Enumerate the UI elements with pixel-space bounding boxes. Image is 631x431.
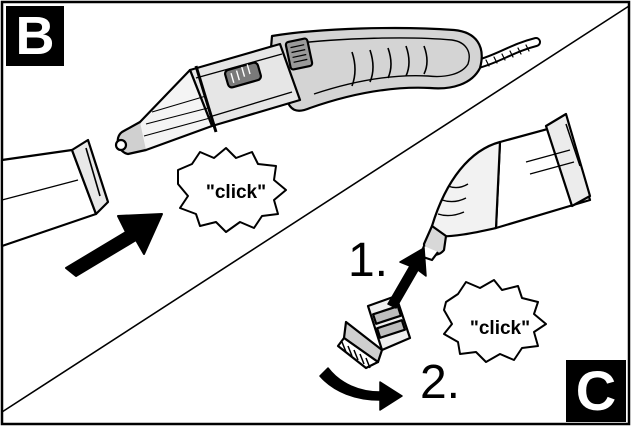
click-sound-label-b: "click" [206, 182, 266, 203]
panel-b-badge: B [6, 6, 64, 66]
panel-c: 1. 2. "click" [319, 112, 592, 411]
panel-b: "click" [0, 26, 541, 277]
nozzle-illustration [418, 112, 592, 262]
step-2-label: 2. [420, 356, 460, 409]
click-sound-label-c: "click" [470, 318, 530, 339]
step1-arrow-icon [387, 247, 427, 309]
power-cord-illustration [473, 37, 541, 69]
insert-arrow-icon [65, 213, 163, 277]
click-burst-b [177, 147, 287, 233]
round-brush-illustration [336, 294, 412, 370]
steam-handle-illustration [114, 26, 483, 156]
extension-tube-illustration [0, 138, 110, 248]
panel-divider [1, 5, 630, 413]
click-burst-c [443, 279, 547, 363]
rotate-arrow-icon [319, 367, 403, 411]
panel-c-badge: C [566, 360, 626, 422]
step-1-label: 1. [348, 234, 388, 287]
